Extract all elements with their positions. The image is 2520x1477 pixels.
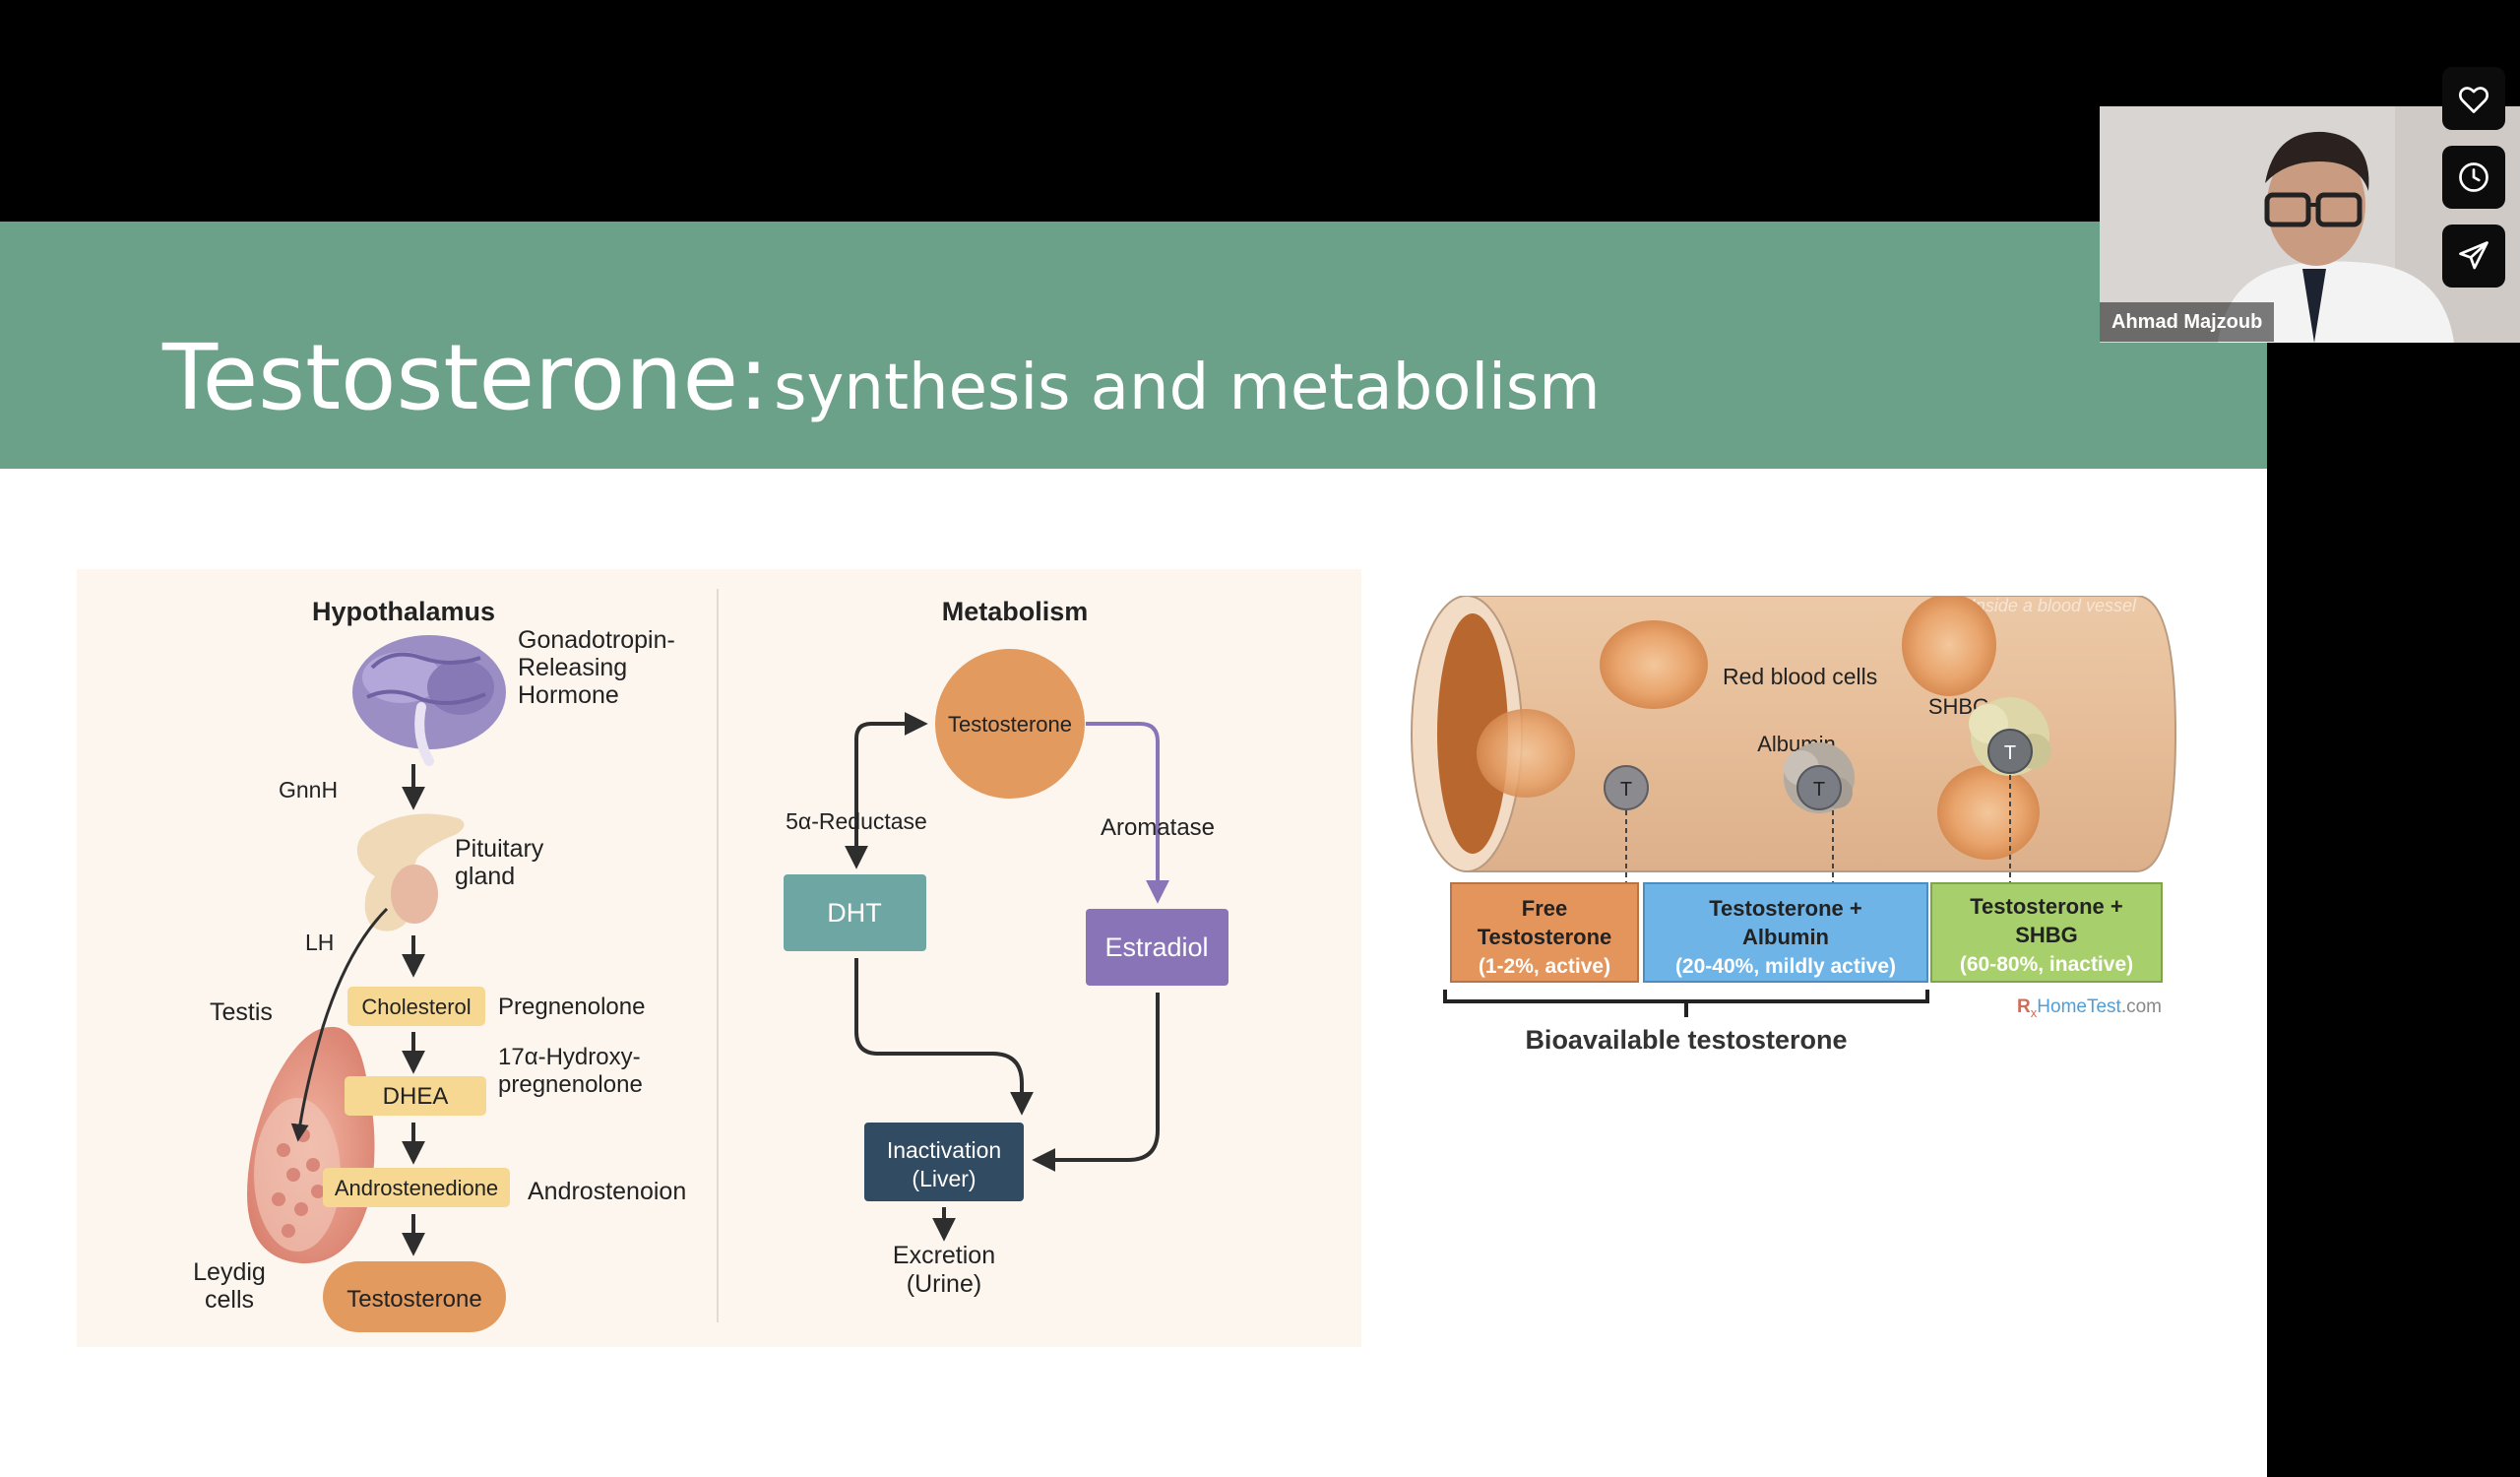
slide-title: Testosterone: synthesis and metabolism [162, 325, 1601, 430]
albumin-box: Testosterone + Albumin (20-40%, mildly a… [1643, 882, 1928, 983]
shbg-molecule: T [1969, 697, 2051, 776]
slide-title-sub: synthesis and metabolism [774, 352, 1601, 424]
gnrh-label-1: Gonadotropin- [518, 626, 675, 654]
free-testosterone-molecule: T [1604, 765, 1649, 810]
step-dhea-label: DHEA [383, 1083, 449, 1110]
shbg-box: Testosterone + SHBG (60-80%, inactive) [1930, 882, 2163, 983]
title-band: Testosterone: synthesis and metabolism [0, 222, 2267, 469]
speaker-hair [2265, 131, 2369, 191]
step-testosterone-label: Testosterone [346, 1286, 481, 1313]
metabolism-heading: Metabolism [942, 597, 1089, 626]
hydroxy-label-2: pregnenolone [498, 1071, 643, 1098]
step-cholesterol: Cholesterol [347, 987, 485, 1026]
leydig-label-2: cells [205, 1286, 254, 1314]
vessel-lumen [1437, 613, 1508, 854]
history-button[interactable] [2442, 146, 2505, 209]
slide-title-main: Testosterone: [162, 325, 770, 430]
free-box-line2: Testosterone [1478, 925, 1612, 949]
bioavailable-label: Bioavailable testosterone [1525, 1025, 1847, 1055]
red-blood-cell [1600, 620, 1708, 709]
free-t-label: T [1620, 779, 1632, 801]
pregnenolone-label: Pregnenolone [498, 994, 645, 1020]
clock-icon [2459, 162, 2488, 192]
reductase-label: 5α-Reductase [786, 808, 927, 834]
inactivation-label-1: Inactivation [887, 1137, 1001, 1163]
pituitary-icon [356, 813, 465, 931]
testis-icon [247, 1026, 375, 1264]
red-blood-cell [1902, 596, 1996, 696]
rxhometest-logo: RxHomeTest.com [2017, 996, 2162, 1020]
albumin-molecule: T [1784, 742, 1855, 813]
shbg-box-line1: Testosterone + [1970, 894, 2122, 919]
dht-node: DHT [784, 874, 926, 951]
aromatase-label: Aromatase [1101, 814, 1215, 841]
shbg-box-line2: SHBG [2015, 923, 2078, 947]
step-androstenedione: Androstenedione [323, 1168, 510, 1207]
shbg-t-label: T [2004, 742, 2016, 764]
shbg-box-line3: (60-80%, inactive) [1960, 953, 2133, 976]
free-testosterone-box: Free Testosterone (1-2%, active) [1450, 882, 1639, 983]
dht-node-label: DHT [827, 898, 882, 928]
bioavailable-bracket [1443, 990, 1929, 1003]
brain-icon [352, 635, 506, 766]
free-box-line3: (1-2%, active) [1479, 955, 1610, 978]
pituitary-label-2: gland [455, 863, 515, 890]
testosterone-node: Testosterone [935, 649, 1085, 799]
albumin-box-line2: Albumin [1742, 925, 1829, 949]
estradiol-node-label: Estradiol [1104, 932, 1208, 962]
like-button[interactable] [2442, 67, 2505, 130]
albumin-box-line3: (20-40%, mildly active) [1675, 955, 1896, 978]
testis-label: Testis [210, 998, 273, 1026]
step-androstenedione-label: Androstenedione [335, 1176, 498, 1200]
albumin-box-line1: Testosterone + [1709, 896, 1861, 921]
excretion-label-2: (Urine) [907, 1270, 981, 1298]
red-blood-cells-label: Red blood cells [1723, 664, 1877, 689]
hydroxy-label-1: 17α-Hydroxy- [498, 1044, 641, 1070]
slide: Testosterone: synthesis and metabolism H… [0, 222, 2267, 1477]
heart-icon [2458, 87, 2489, 113]
excretion-label-1: Excretion [893, 1242, 995, 1269]
step-testosterone: Testosterone [323, 1261, 506, 1332]
pituitary-label-1: Pituitary [455, 835, 544, 863]
speaker-glasses [2264, 192, 2311, 227]
speaker-shirt [2218, 261, 2454, 343]
vessel-caption: Inside a blood vessel [1971, 596, 2137, 615]
red-blood-cell [1477, 709, 1575, 798]
albumin-t-label: T [1813, 779, 1825, 801]
androstenoion-label: Androstenoion [528, 1178, 686, 1205]
leydig-label-1: Leydig [193, 1258, 266, 1286]
share-button[interactable] [2442, 225, 2505, 288]
lh-label: LH [305, 930, 334, 955]
testosterone-node-label: Testosterone [948, 712, 1072, 737]
send-icon [2459, 241, 2488, 270]
inactivation-node: Inactivation (Liver) [864, 1123, 1024, 1201]
speaker-tie [2302, 269, 2326, 343]
webcam-name-label: Ahmad Majzoub [2100, 302, 2275, 342]
gnrh-label-2: Releasing [518, 654, 627, 681]
panel-divider [717, 589, 719, 1322]
inactivation-label-2: (Liver) [912, 1166, 976, 1191]
hypothalamus-heading: Hypothalamus [312, 597, 495, 626]
gnrh-label-3: Hormone [518, 681, 619, 709]
free-box-line1: Free [1522, 896, 1567, 921]
estradiol-node: Estradiol [1086, 909, 1228, 986]
synthesis-metabolism-figure: Hypothalamus Gonadotropin- Releasing Hor… [77, 569, 1361, 1347]
gnnh-label: GnnH [279, 777, 338, 803]
red-blood-cell [1937, 765, 2040, 860]
blood-vessel-figure: Inside a blood vessel Red blood cells T … [1408, 596, 2195, 1068]
step-dhea: DHEA [345, 1076, 486, 1116]
step-cholesterol-label: Cholesterol [361, 995, 471, 1019]
